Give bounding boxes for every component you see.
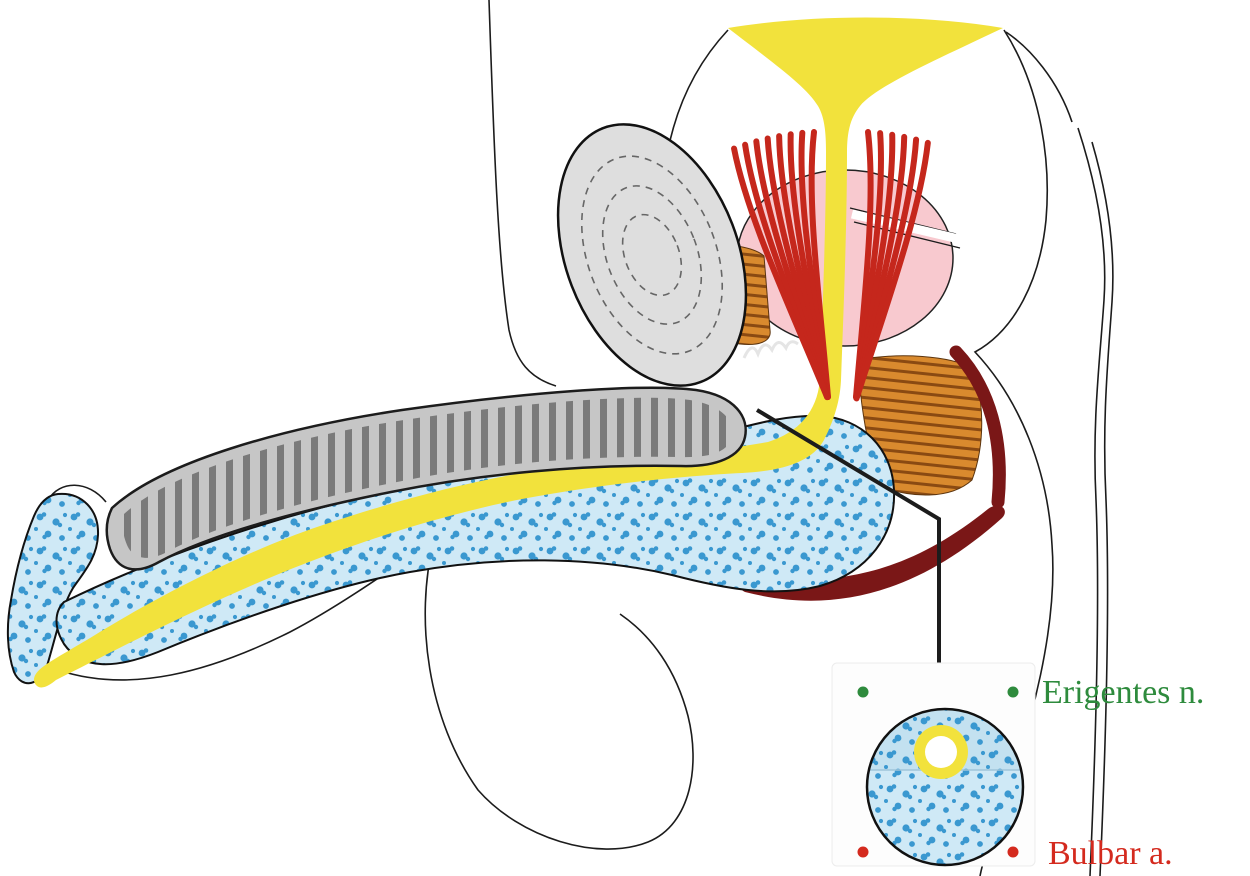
body-contours bbox=[47, 0, 1114, 876]
cross-section-outline bbox=[865, 707, 1025, 867]
pointer-line bbox=[755, 408, 941, 664]
symphysis-lamella-2 bbox=[601, 185, 703, 325]
abdominal-contour bbox=[488, 0, 557, 387]
legend-label-erigentes: Erigentes n. bbox=[1042, 674, 1204, 711]
maroon-band-right bbox=[949, 345, 1006, 509]
cross-section-inset bbox=[831, 662, 1036, 867]
pubic-symphysis bbox=[556, 123, 748, 387]
upper-right-contour bbox=[1005, 31, 1073, 123]
bulbar-dot-right bbox=[1007, 846, 1019, 858]
plexus-squiggle bbox=[742, 340, 799, 359]
gluteal-fold-inner bbox=[1091, 141, 1114, 876]
erigentes-dot-left bbox=[857, 686, 869, 698]
glans bbox=[6, 492, 100, 685]
urethra-lumen bbox=[925, 736, 957, 768]
scrotum-contour bbox=[424, 539, 694, 850]
legend-label-bulbar: Bulbar a. bbox=[1048, 835, 1173, 872]
symphysis-lamella-3 bbox=[621, 213, 683, 297]
symphysis-lamella-1 bbox=[580, 155, 724, 355]
gluteal-fold-outer bbox=[1077, 127, 1106, 876]
legend: Erigentes n. Bulbar a. bbox=[857, 674, 1204, 872]
erigentes-dot-right bbox=[1007, 686, 1019, 698]
symphysis-outline bbox=[556, 123, 748, 387]
bladder-urethra-yellow bbox=[33, 17, 1003, 688]
bulbar-dot-left bbox=[857, 846, 869, 858]
